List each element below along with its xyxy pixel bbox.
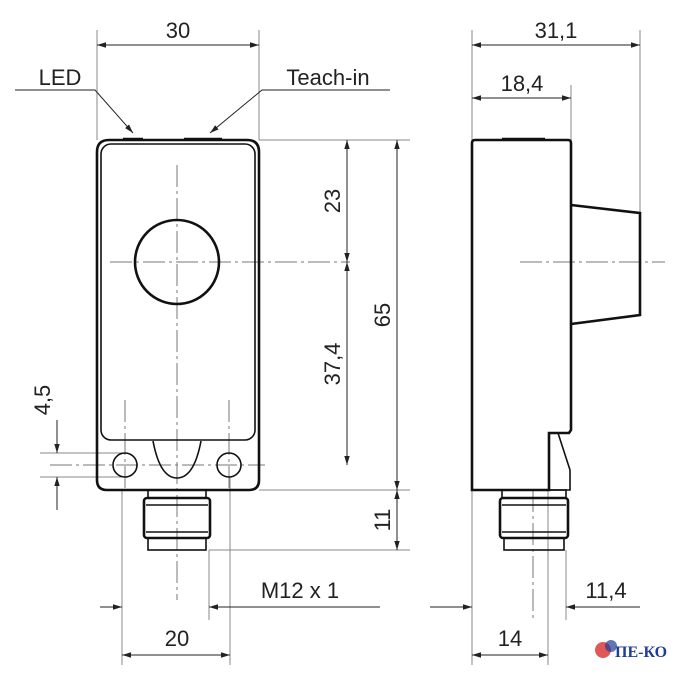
dim-thread: M12 x 1 (261, 578, 339, 603)
dim-depth-body: 18,4 (501, 71, 544, 96)
logo-text: ПЕ-КО (615, 644, 667, 661)
gear-icon (605, 640, 617, 652)
dim-height-body: 65 (370, 303, 395, 327)
peko-logo: ПЕ-КО (595, 640, 667, 661)
dim-width-front: 30 (166, 18, 190, 43)
dim-lens-to-holes: 37,4 (320, 343, 345, 386)
label-led: LED (39, 65, 82, 90)
dimension-lines (15, 42, 640, 658)
front-view (95, 137, 261, 551)
side-view (470, 137, 642, 551)
mounting-hole-right (216, 452, 242, 478)
center-lines (50, 165, 665, 620)
dim-hole-spacing: 20 (165, 626, 189, 651)
dim-hole-offset: 4,5 (30, 385, 55, 416)
dim-connector-offset: 14 (498, 626, 522, 651)
lens-circle (133, 218, 221, 306)
dim-connector-width-side: 11,4 (585, 578, 626, 603)
dim-connector-length: 11 (370, 509, 395, 532)
dim-depth-total: 31,1 (535, 18, 578, 43)
extension-lines (40, 30, 641, 665)
mounting-hole-left (112, 452, 138, 478)
dim-top-to-lens: 23 (320, 189, 345, 213)
label-teach-in: Teach-in (286, 65, 369, 90)
